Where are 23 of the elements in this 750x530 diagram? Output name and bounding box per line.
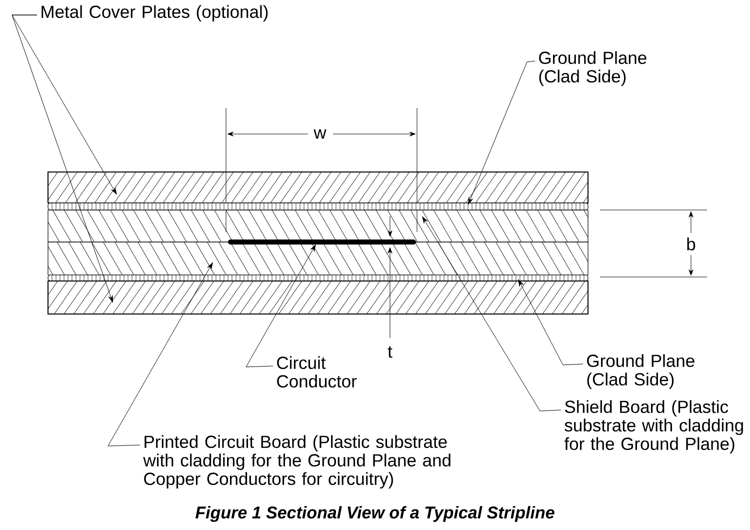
substrate-board — [48, 210, 588, 242]
leader-line — [468, 60, 536, 204]
dimension-label: b — [684, 236, 698, 252]
ground-plane-layer — [48, 274, 588, 282]
leader-line — [246, 244, 316, 368]
callout-text: Ground Plane (Clad Side) — [587, 354, 694, 389]
dimension-label: w — [312, 127, 328, 141]
ground-plane-layer — [48, 202, 588, 210]
leader-line — [12, 14, 113, 302]
callout-text: Metal Cover Plates (optional) — [42, 5, 268, 22]
leader-line — [422, 216, 562, 412]
leader-line — [108, 262, 213, 446]
callout-text: Circuit Conductor — [277, 356, 357, 388]
leader-line — [518, 279, 584, 366]
callout-text: Printed Circuit Board (Plastic substrate with cladding for the Ground Plane and Copper Conductors for circuitry) — [143, 435, 450, 488]
cover-plate — [48, 280, 588, 314]
callout-text: Ground Plane (Clad Side) — [539, 51, 646, 86]
leader-line — [12, 14, 117, 195]
substrate-board — [48, 242, 588, 276]
callout-text: Shield Board (Plastic substrate with cladding for the Ground Plane) — [564, 400, 743, 454]
cover-plate — [48, 172, 588, 204]
figure-caption: Figure 1 Sectional View of a Typical Stripline — [196, 506, 554, 522]
dimension-label: t — [386, 344, 394, 360]
